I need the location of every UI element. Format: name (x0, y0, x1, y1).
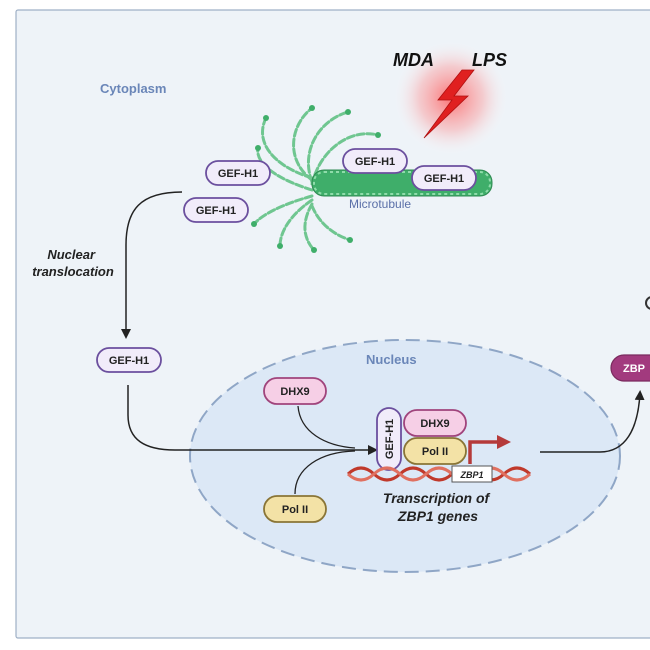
transcription-label: Transcription of ZBP1 genes (383, 490, 493, 524)
zbp1-protein: ZBP (610, 354, 650, 382)
microtubule-label: Microtubule (349, 197, 411, 211)
translocation-label: Nuclear translocation (32, 247, 114, 279)
zbp1-gene-label: ZBP1 (459, 470, 483, 480)
pol-ii-bound: Pol II (403, 437, 467, 465)
gef-h1-microtubule-2: GEF-H1 (411, 165, 477, 191)
gef-h1-label: GEF-H1 (109, 355, 149, 367)
nucleus-label: Nucleus (366, 352, 417, 367)
cytoplasm-label: Cytoplasm (100, 81, 166, 96)
pol-ii-free: Pol II (263, 495, 327, 523)
gef-h1-label: GEF-H1 (218, 168, 258, 180)
nuclear-entry-arrow (127, 385, 378, 455)
translocation-line-2: translocation (32, 264, 114, 279)
dhx9-label: DHX9 (420, 418, 449, 430)
gef-h1-nuclear: GEF-H1 (376, 407, 402, 471)
transcription-start-arrow (468, 435, 511, 464)
partial-element (645, 296, 650, 310)
translocation-line-1: Nuclear (47, 247, 96, 262)
dhx9-arrow (297, 405, 356, 449)
stimulus-lps: LPS (472, 50, 507, 70)
output-arrow (540, 390, 645, 453)
dhx9-label: DHX9 (280, 386, 309, 398)
microtubule-strand-ends (251, 105, 381, 253)
zbp1-protein-label: ZBP (623, 363, 645, 375)
dhx9-bound: DHX9 (403, 409, 467, 437)
zbp1-gene-box: ZBP1 (451, 465, 493, 483)
dhx9-free: DHX9 (263, 377, 327, 405)
gef-h1-translocating: GEF-H1 (96, 347, 162, 373)
gef-h1-microtubule-1: GEF-H1 (342, 148, 408, 174)
pol-ii-label: Pol II (422, 446, 448, 458)
dna-helix (346, 466, 532, 482)
pol-ii-label: Pol II (282, 504, 308, 516)
lightning-icon (423, 69, 475, 139)
gef-h1-cyto-1: GEF-H1 (205, 160, 271, 186)
gef-h1-label: GEF-H1 (196, 205, 236, 217)
microtubule-texture (313, 171, 491, 195)
gef-h1-label: GEF-H1 (384, 419, 396, 459)
stimulus-mda: MDA (393, 50, 434, 70)
transcription-line-2: ZBP1 genes (397, 508, 478, 524)
gef-h1-cyto-2: GEF-H1 (183, 197, 249, 223)
translocation-arrow (121, 191, 183, 339)
gef-h1-label: GEF-H1 (355, 156, 395, 168)
pol-ii-arrow (294, 450, 356, 495)
gef-h1-label: GEF-H1 (424, 173, 464, 185)
transcription-line-1: Transcription of (383, 490, 491, 506)
